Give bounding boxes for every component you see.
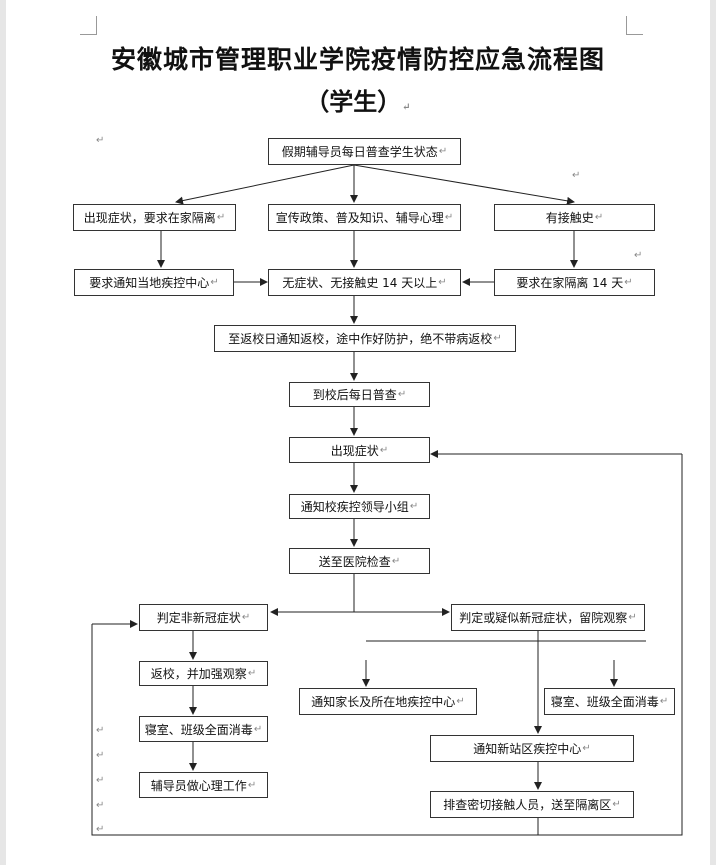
diagram-subtitle: （学生）↵ <box>6 82 710 117</box>
paragraph-mark: ↵ <box>96 824 105 835</box>
corner-mark-top-left <box>80 16 97 35</box>
flow-connectors <box>91 164 683 836</box>
box-symptom-isolate: 出现症状，要求在家隔离↵ <box>73 204 236 231</box>
box-hospital-check: 送至医院检查↵ <box>289 548 430 574</box>
paragraph-mark: ↵ <box>402 102 411 113</box>
paragraph-mark: ↵ <box>572 170 581 181</box>
paragraph-mark: ↵ <box>96 775 105 786</box>
box-home-isolate-14: 要求在家隔离 14 天↵ <box>494 269 655 296</box>
paragraph-mark: ↵ <box>96 135 105 146</box>
paragraph-mark: ↵ <box>634 250 643 261</box>
box-trace-contacts: 排查密切接触人员，送至隔离区↵ <box>430 791 634 818</box>
paragraph-mark: ↵ <box>96 725 105 736</box>
box-check-status: 假期辅导员每日普查学生状态↵ <box>268 138 461 165</box>
diagram-title: 安徽城市管理职业学院疫情防控应急流程图 <box>110 45 605 74</box>
paragraph-mark: ↵ <box>96 750 105 761</box>
box-not-covid: 判定非新冠症状↵ <box>139 604 268 631</box>
box-return-observe: 返校，并加强观察↵ <box>139 661 268 686</box>
box-contact-history: 有接触史↵ <box>494 204 655 231</box>
box-publicize: 宣传政策、普及知识、辅导心理↵ <box>268 204 461 231</box>
box-symptoms-appear: 出现症状↵ <box>289 437 430 463</box>
box-no-symptom-14: 无症状、无接触史 14 天以上↵ <box>268 269 461 296</box>
subtitle-text: （学生） <box>305 87 402 116</box>
box-suspected-covid: 判定或疑似新冠症状，留院观察↵ <box>451 604 645 631</box>
box-notify-new-cdc: 通知新站区疾控中心↵ <box>430 735 634 762</box>
box-disinfect-left: 寝室、班级全面消毒↵ <box>139 716 268 742</box>
box-counselor-psych: 辅导员做心理工作↵ <box>139 772 268 798</box>
box-notify-leaders: 通知校疾控领导小组↵ <box>289 494 430 519</box>
box-notify-cdc: 要求通知当地疾控中心↵ <box>74 269 234 296</box>
paragraph-mark: ↵ <box>96 800 105 811</box>
box-daily-check: 到校后每日普查↵ <box>289 382 430 407</box>
document-page: 安徽城市管理职业学院疫情防控应急流程图 （学生）↵ ↵ ↵ ↵ ↵ ↵ ↵ ↵ … <box>6 0 710 865</box>
box-notify-parents: 通知家长及所在地疾控中心↵ <box>299 688 477 715</box>
box-notify-return: 至返校日通知返校，途中作好防护，绝不带病返校↵ <box>214 325 516 352</box>
box-disinfect-right: 寝室、班级全面消毒↵ <box>544 688 675 715</box>
corner-mark-top-right <box>626 16 643 35</box>
